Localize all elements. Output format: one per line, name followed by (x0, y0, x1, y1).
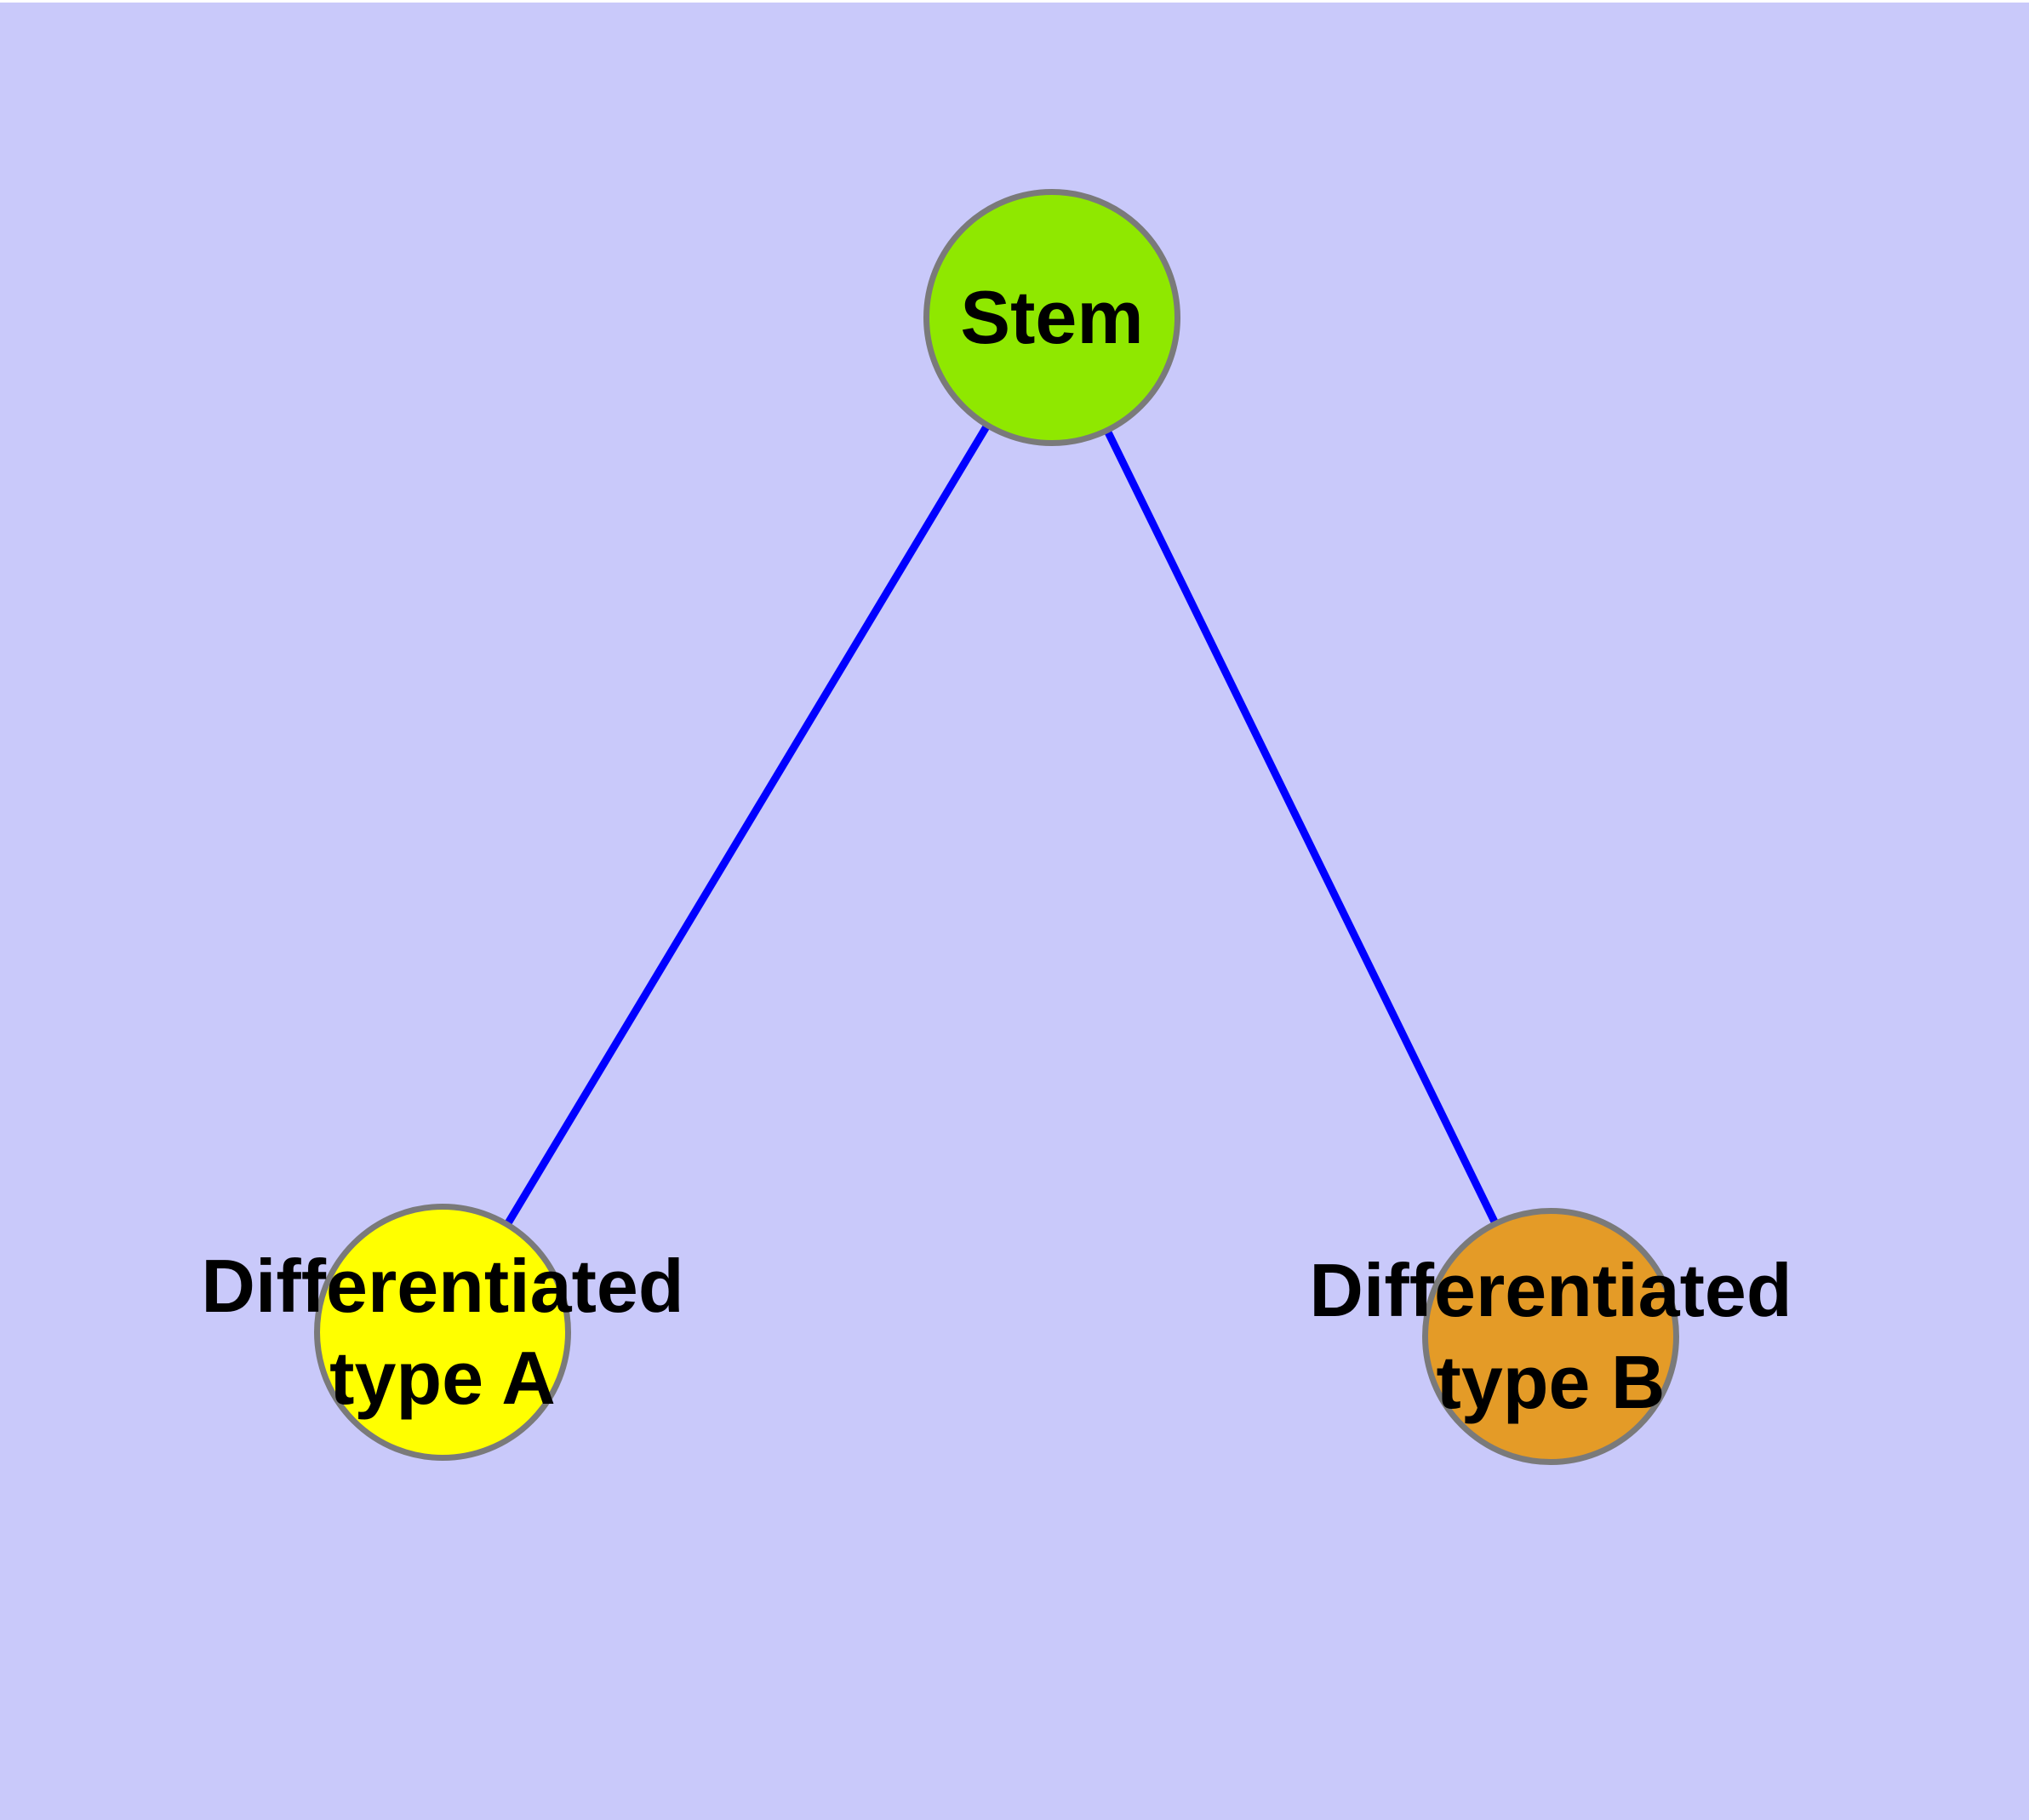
edge-stem-to-type-a (439, 315, 1055, 1335)
top-margin-strip (0, 0, 2029, 3)
differentiated-type-b-node-circle (1422, 1208, 1679, 1465)
stem-node-circle (923, 189, 1180, 446)
differentiated-type-a-node-circle (314, 1204, 571, 1461)
differentiated-type-a-node-label: Differentiated type A (201, 1244, 684, 1420)
differentiated-type-b-node-label: Differentiated type B (1309, 1248, 1792, 1424)
edge-stem-to-type-b (1048, 316, 1555, 1338)
stem-node-label: Stem (960, 275, 1144, 359)
